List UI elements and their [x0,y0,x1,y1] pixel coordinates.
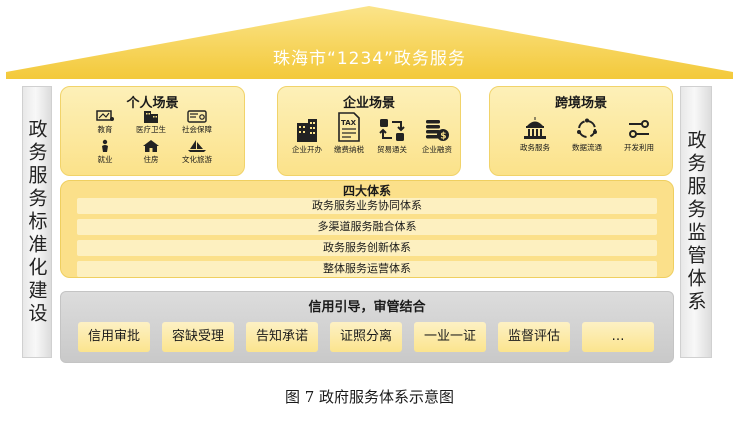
credit-title: 信用引导，审管结合 [308,300,426,315]
roof [6,6,733,79]
scene-item: 教育 [89,109,121,135]
education-icon [96,110,114,121]
right-pillar-label: 政务服务监管体系 [684,130,707,314]
sailboat-icon [188,140,206,152]
scene-item: 开发利用 [618,117,660,153]
cross-border-scene-box: 跨境场景 政务服务 数据流通 开发利用 [489,86,673,176]
four-systems-box: 四大体系 政务服务业务协同体系 多渠道服务融合体系 政务服务创新体系 整体服务运… [60,180,674,278]
scene-title: 跨境场景 [554,96,607,111]
coins-icon: $ [426,120,449,142]
credit-item: 告知承诺 [246,322,318,352]
four-systems-title: 四大体系 [342,184,391,198]
exchange-icon [379,119,405,141]
scene-item: TAX 缴费纳税 [328,111,370,155]
scene-title: 个人场景 [126,96,179,111]
credit-item: 监督评估 [498,322,570,352]
employment-icon [102,139,108,152]
figure-caption: 图 7 政府服务体系示意图 [284,388,455,406]
hospital-icon [144,111,158,123]
tax-document-icon: TAX [338,112,360,142]
credit-item: 一业一证 [414,322,486,352]
roof-title: 珠海市“1234”政务服务 [273,49,466,69]
system-row: 政务服务创新体系 [77,240,657,256]
scene-item: $ 企业融资 [416,117,458,155]
scene-item: 社会保障 [179,109,215,135]
svg-text:TAX: TAX [341,119,357,127]
scene-title: 企业场景 [342,96,395,111]
building-icon [297,119,317,142]
enterprise-scene-box: 企业场景 企业开办 TAX 缴费纳税 贸易通关 $ 企业融资 [277,86,461,176]
scene-item: 医疗卫生 [133,109,169,135]
scene-item: 就业 [89,139,121,165]
credit-item: 信用审批 [78,322,150,352]
left-pillar-label: 政务服务标准化建设 [25,118,48,326]
toggle-icon [629,120,649,138]
scene-item: 政务服务 [514,117,556,153]
left-pillar: 政务服务标准化建设 [22,86,52,358]
scene-item: 企业开办 [286,117,328,155]
government-building-icon [524,117,546,139]
credit-item: 证照分离 [330,322,402,352]
scene-item: 文化旅游 [179,139,215,165]
credit-item: … [582,322,654,352]
scene-item: 住房 [133,139,169,165]
svg-text:$: $ [440,132,446,142]
credit-item: 容缺受理 [162,322,234,352]
house-icon [143,140,159,152]
personal-scene-box: 个人场景 教育 医疗卫生 社会保障 就业 住房 文化旅游 [60,86,245,176]
social-card-icon [187,110,207,123]
scene-item: 贸易通关 [371,117,413,155]
scene-item: 数据流通 [566,117,608,153]
cycle-icon [577,118,597,138]
system-row: 多渠道服务融合体系 [77,219,657,235]
system-row: 整体服务运营体系 [77,261,657,277]
right-pillar: 政务服务监管体系 [680,86,712,358]
system-row: 政务服务业务协同体系 [77,198,657,214]
